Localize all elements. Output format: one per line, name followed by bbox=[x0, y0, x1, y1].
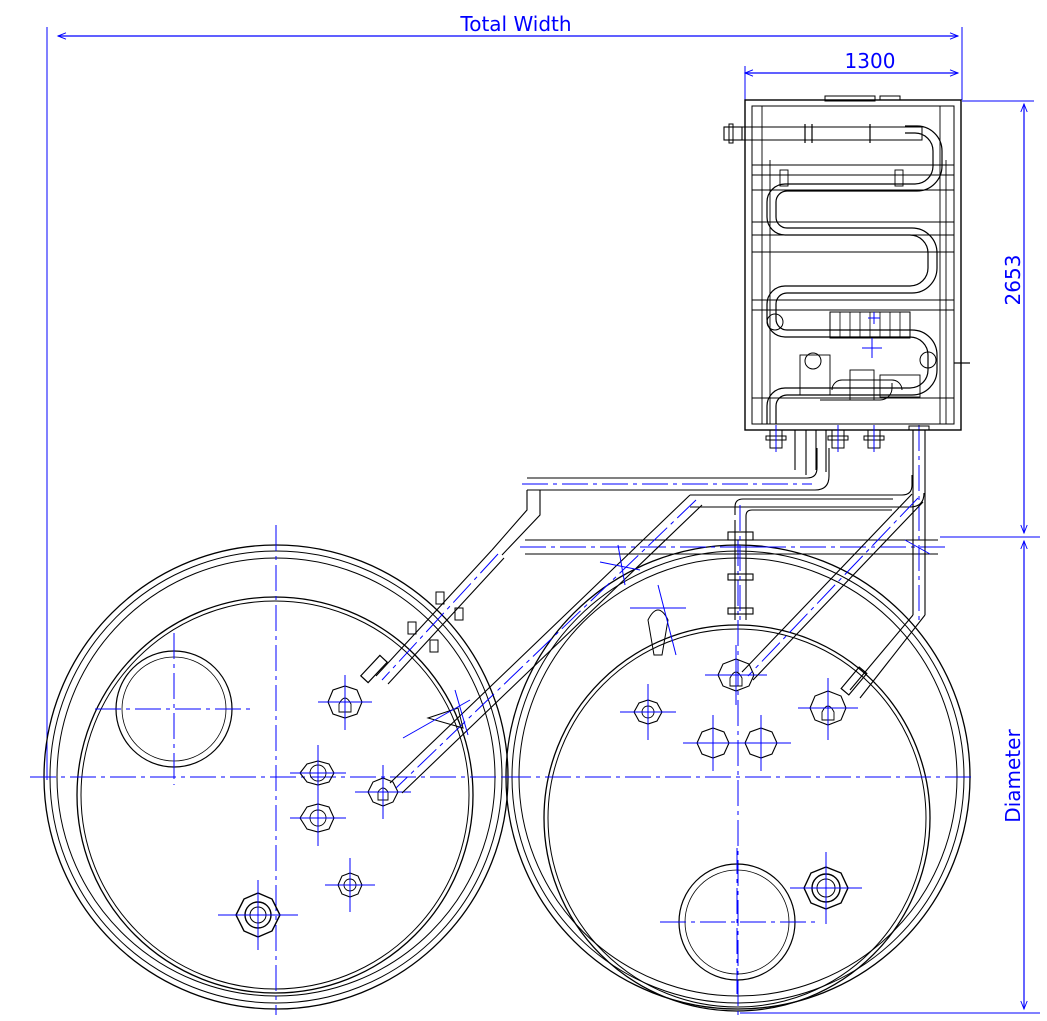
heat-exchanger-module bbox=[723, 95, 970, 452]
total-width-label: Total Width bbox=[459, 12, 571, 36]
module-width-value: 1300 bbox=[845, 49, 896, 73]
nozzle-right-1 bbox=[620, 684, 676, 740]
manway-right bbox=[660, 848, 815, 998]
nozzle-right-7 bbox=[630, 584, 686, 656]
nozzle-right-3 bbox=[731, 715, 791, 771]
piping bbox=[359, 425, 945, 794]
module-height-value: 2653 bbox=[1001, 255, 1025, 306]
nozzle-left-5 bbox=[355, 765, 411, 819]
nozzle-left-6 bbox=[318, 675, 372, 730]
nozzle-right-4 bbox=[790, 852, 862, 924]
nozzle-left-2 bbox=[290, 790, 346, 846]
tank-right bbox=[505, 540, 975, 1018]
tank-left bbox=[30, 525, 522, 1015]
dimension-total-width: Total Width bbox=[46, 12, 963, 780]
dimension-diameter: Diameter bbox=[740, 539, 1040, 1014]
shell-nozzles-left bbox=[407, 591, 464, 653]
dimension-module-height: 2653 bbox=[940, 100, 1040, 538]
nozzle-right-5 bbox=[705, 645, 767, 705]
diameter-label: Diameter bbox=[1001, 729, 1025, 823]
nozzle-left-3 bbox=[325, 858, 375, 912]
dimension-module-width: 1300 bbox=[743, 49, 960, 100]
nozzle-right-6 bbox=[798, 678, 858, 740]
nozzle-left-4 bbox=[218, 880, 298, 950]
manway-left bbox=[95, 633, 252, 785]
